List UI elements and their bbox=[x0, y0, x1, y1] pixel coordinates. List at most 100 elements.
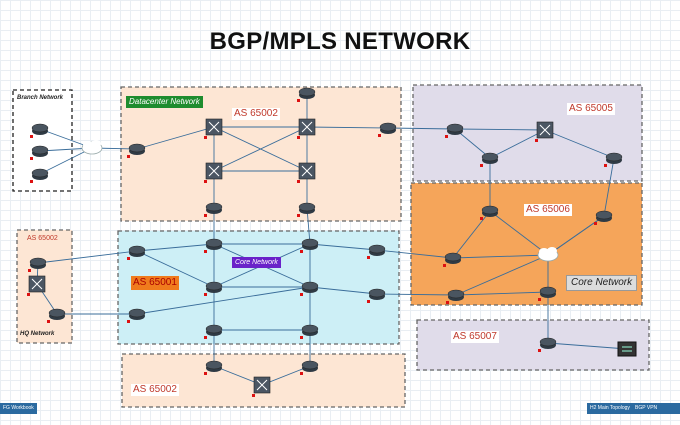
status-indicator bbox=[47, 320, 50, 323]
router-top bbox=[301, 281, 319, 291]
switch-arrows bbox=[256, 379, 268, 391]
router-icon bbox=[604, 152, 623, 167]
router-icon bbox=[204, 324, 223, 339]
switch-arrows bbox=[208, 121, 220, 133]
router-icon bbox=[204, 281, 223, 296]
router-icon bbox=[127, 143, 146, 158]
link-rc2-rc3 bbox=[455, 291, 549, 296]
status-indicator bbox=[297, 214, 300, 217]
router-top bbox=[368, 288, 386, 298]
router-icon bbox=[28, 257, 47, 272]
router-top bbox=[447, 289, 465, 299]
router-top bbox=[446, 123, 464, 133]
as-65001-tag: AS 65001 bbox=[131, 276, 179, 290]
switch-arrows bbox=[31, 278, 43, 290]
router-icon bbox=[480, 205, 499, 220]
router-icon bbox=[30, 123, 49, 138]
status-indicator bbox=[480, 217, 483, 220]
main-topology-tab[interactable]: H2 Main Topology bbox=[587, 403, 633, 414]
firewall-body bbox=[617, 341, 637, 357]
router-icon bbox=[204, 202, 223, 217]
status-indicator bbox=[297, 136, 300, 139]
router-icon bbox=[445, 123, 464, 138]
router-icon bbox=[127, 308, 146, 323]
status-indicator bbox=[445, 135, 448, 138]
cloud-puff bbox=[83, 141, 93, 149]
router-icon bbox=[300, 238, 319, 253]
status-indicator bbox=[480, 164, 483, 167]
switch-icon bbox=[204, 162, 223, 183]
status-indicator bbox=[538, 298, 541, 301]
router-icon bbox=[30, 145, 49, 160]
status-indicator bbox=[378, 134, 381, 137]
status-indicator bbox=[204, 372, 207, 375]
router-icon bbox=[446, 289, 465, 304]
router-icon bbox=[297, 202, 316, 217]
router-top bbox=[298, 202, 316, 212]
router-top bbox=[539, 286, 557, 296]
as-65005-label: AS 65005 bbox=[567, 103, 615, 115]
link-r26-r23 bbox=[603, 157, 615, 217]
status-indicator bbox=[367, 256, 370, 259]
router-icon bbox=[480, 152, 499, 167]
as65005-region bbox=[412, 84, 643, 182]
switch-icon bbox=[27, 275, 46, 296]
router-top bbox=[31, 168, 49, 178]
as-65002-hq-label: AS 65002 bbox=[27, 235, 58, 242]
router-top bbox=[31, 123, 49, 133]
router-top bbox=[128, 245, 146, 255]
link-r18-r27 bbox=[387, 127, 456, 130]
router-top bbox=[29, 257, 47, 267]
status-indicator bbox=[446, 301, 449, 304]
core-network-tag: Core Network bbox=[232, 257, 281, 268]
router-icon bbox=[300, 281, 319, 296]
link-r21-cl1 bbox=[39, 147, 93, 175]
as-65002-bottom-label: AS 65002 bbox=[131, 384, 179, 396]
status-indicator bbox=[297, 99, 300, 102]
link-rc2-cl2 bbox=[455, 254, 549, 296]
router-top bbox=[301, 238, 319, 248]
router-top bbox=[595, 210, 613, 220]
link-rc1-cl2 bbox=[452, 254, 549, 259]
status-indicator bbox=[127, 155, 130, 158]
link-r6-r15 bbox=[309, 286, 378, 295]
as65007-region bbox=[416, 319, 650, 371]
status-indicator bbox=[300, 293, 303, 296]
status-indicator bbox=[297, 180, 300, 183]
link-r11a-r7 bbox=[37, 250, 138, 264]
fg-workbook-tab[interactable]: FG Workbook bbox=[0, 403, 37, 414]
router-top bbox=[205, 360, 223, 370]
switch-arrows bbox=[301, 165, 313, 177]
router-top bbox=[298, 87, 316, 97]
status-indicator bbox=[204, 336, 207, 339]
status-indicator bbox=[127, 257, 130, 260]
link-r8-rc1 bbox=[376, 249, 454, 259]
router-icon bbox=[367, 288, 386, 303]
router-icon bbox=[300, 324, 319, 339]
page-title: BGP/MPLS NETWORK bbox=[209, 28, 471, 55]
status-indicator bbox=[204, 250, 207, 253]
core-network-box-label: Core Network bbox=[566, 275, 638, 291]
status-indicator bbox=[538, 349, 541, 352]
switch-icon bbox=[204, 118, 223, 139]
router-icon bbox=[594, 210, 613, 225]
cloud-icon bbox=[537, 247, 559, 262]
router-top bbox=[205, 281, 223, 291]
status-indicator bbox=[594, 222, 597, 225]
as-65007-label: AS 65007 bbox=[451, 331, 499, 343]
status-indicator bbox=[300, 336, 303, 339]
router-top bbox=[444, 252, 462, 262]
branch-network-label: Branch Network bbox=[17, 95, 64, 101]
link-sw0-r26 bbox=[544, 129, 615, 159]
link-r9-r6 bbox=[136, 286, 311, 315]
link-s11-r18 bbox=[306, 126, 389, 129]
link-r22-cl2 bbox=[489, 210, 549, 256]
status-indicator bbox=[535, 139, 538, 142]
bgp-vpn-physical-tab[interactable]: BGP VPN Physical bbox=[632, 403, 680, 422]
router-top bbox=[481, 205, 499, 215]
link-r24-fw bbox=[547, 342, 628, 350]
link-r06b-r4 bbox=[306, 207, 311, 245]
router-icon bbox=[378, 122, 397, 137]
status-indicator bbox=[604, 164, 607, 167]
router-icon bbox=[127, 245, 146, 260]
